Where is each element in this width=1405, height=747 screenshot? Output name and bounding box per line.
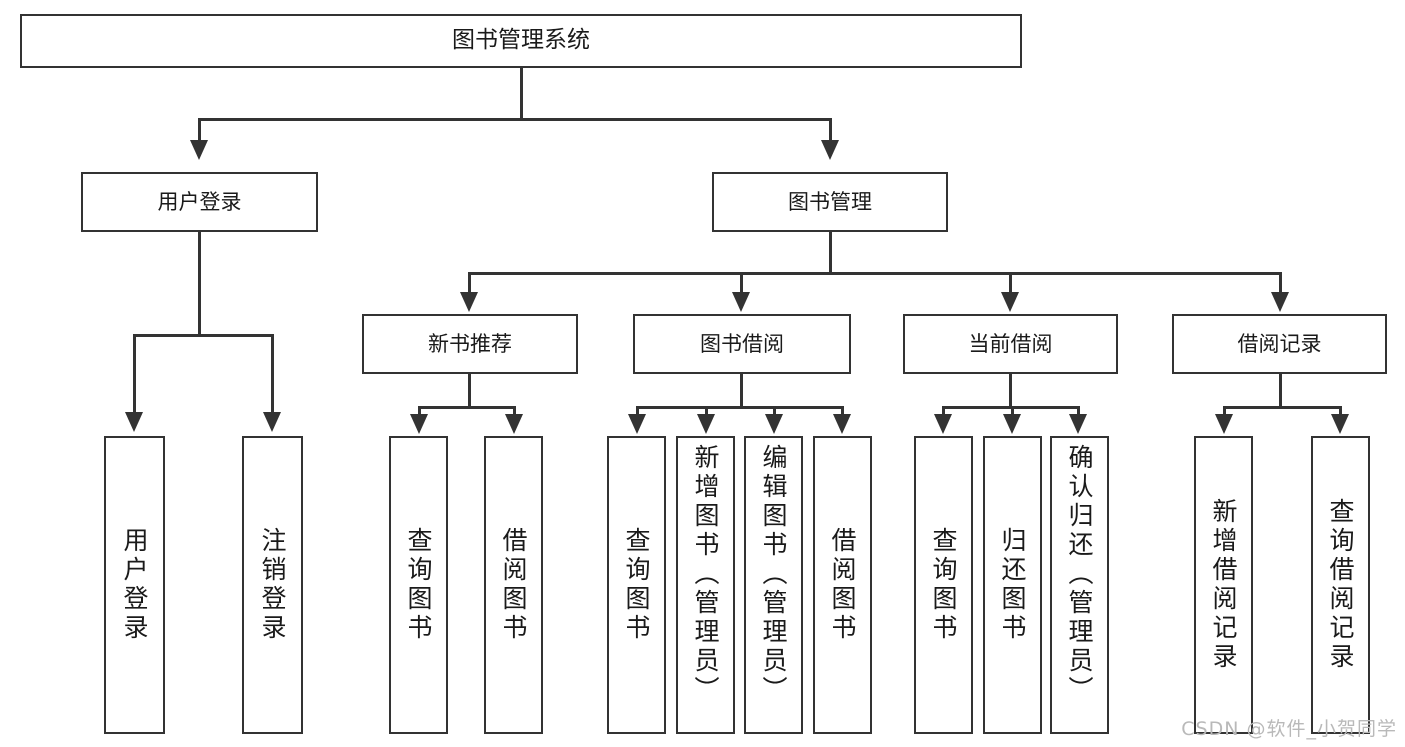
connector-drop-book-management — [829, 118, 832, 142]
connector-new-book-recommend-stem — [468, 374, 471, 408]
node-current-borrow[interactable]: 当前借阅 — [903, 314, 1118, 374]
connector-drop-cb-leaf-3 — [1077, 406, 1080, 418]
arrow-to-bb-leaf-4 — [833, 414, 851, 434]
leaf-new-book-recommend-borrow-book[interactable]: 借阅图书 — [484, 436, 543, 734]
node-label: 查询借阅记录 — [1326, 498, 1355, 672]
connector-current-borrow-stem — [1009, 374, 1012, 408]
leaf-current-borrow-return-book[interactable]: 归还图书 — [983, 436, 1042, 734]
connector-drop-new-book-recommend — [468, 272, 471, 294]
node-label: 确认归还（管理员） — [1065, 444, 1094, 705]
connector-drop-br-leaf-1 — [1223, 406, 1226, 418]
connector-drop-bb-leaf-1 — [636, 406, 639, 418]
leaf-user-login-login[interactable]: 用户登录 — [104, 436, 165, 734]
arrow-to-nbr-leaf-2 — [505, 414, 523, 434]
arrow-to-bb-leaf-1 — [628, 414, 646, 434]
leaf-book-borrow-query-book[interactable]: 查询图书 — [607, 436, 666, 734]
node-label: 用户登录 — [120, 527, 149, 643]
node-user-login[interactable]: 用户登录 — [81, 172, 318, 232]
arrow-to-user-login — [190, 140, 208, 160]
connector-book-borrow-stem — [740, 374, 743, 408]
arrow-to-br-leaf-1 — [1215, 414, 1233, 434]
connector-drop-user-login-leaf-2 — [271, 334, 274, 414]
node-label: 查询图书 — [622, 527, 651, 643]
leaf-book-borrow-borrow-book[interactable]: 借阅图书 — [813, 436, 872, 734]
connector-book-management-stem — [829, 232, 832, 274]
connector-drop-user-login — [198, 118, 201, 142]
node-label: 借阅记录 — [1237, 331, 1322, 356]
node-new-book-recommend[interactable]: 新书推荐 — [362, 314, 578, 374]
node-label: 图书管理系统 — [452, 27, 590, 54]
connector-drop-user-login-leaf-1 — [133, 334, 136, 414]
connector-drop-bb-leaf-4 — [841, 406, 844, 418]
arrow-to-br-leaf-2 — [1331, 414, 1349, 434]
connector-level3-bus — [468, 272, 1281, 275]
node-book-management[interactable]: 图书管理 — [712, 172, 948, 232]
connector-level2-bus — [199, 118, 831, 121]
leaf-book-borrow-edit-book-admin[interactable]: 编辑图书（管理员） — [744, 436, 803, 734]
connector-drop-nbr-leaf-1 — [418, 406, 421, 418]
arrow-to-new-book-recommend — [460, 292, 478, 312]
node-label: 编辑图书（管理员） — [759, 444, 788, 705]
arrow-to-bb-leaf-2 — [697, 414, 715, 434]
connector-user-login-bus — [133, 334, 273, 337]
node-label: 当前借阅 — [968, 331, 1053, 356]
arrow-to-book-management — [821, 140, 839, 160]
arrow-to-cb-leaf-2 — [1003, 414, 1021, 434]
connector-new-book-recommend-bus — [418, 406, 515, 409]
leaf-user-login-logout[interactable]: 注销登录 — [242, 436, 303, 734]
connector-drop-bb-leaf-2 — [705, 406, 708, 418]
connector-drop-book-borrow — [740, 272, 743, 294]
node-borrow-record[interactable]: 借阅记录 — [1172, 314, 1387, 374]
node-root-book-management-system[interactable]: 图书管理系统 — [20, 14, 1022, 68]
node-label: 借阅图书 — [828, 527, 857, 643]
node-label: 归还图书 — [998, 527, 1027, 643]
connector-drop-current-borrow — [1009, 272, 1012, 294]
connector-drop-nbr-leaf-2 — [513, 406, 516, 418]
arrow-to-user-login-leaf-1 — [125, 412, 143, 432]
node-book-borrow[interactable]: 图书借阅 — [633, 314, 851, 374]
leaf-current-borrow-query-book[interactable]: 查询图书 — [914, 436, 973, 734]
node-label: 图书借阅 — [700, 331, 784, 356]
connector-user-login-stem — [198, 232, 201, 336]
arrow-to-borrow-record — [1271, 292, 1289, 312]
leaf-current-borrow-confirm-return-admin[interactable]: 确认归还（管理员） — [1050, 436, 1109, 734]
node-label: 查询图书 — [404, 527, 433, 643]
connector-drop-cb-leaf-2 — [1011, 406, 1014, 418]
node-label: 图书管理 — [788, 189, 872, 214]
arrow-to-bb-leaf-3 — [765, 414, 783, 434]
node-label: 新增图书（管理员） — [691, 444, 720, 705]
connector-drop-cb-leaf-1 — [942, 406, 945, 418]
leaf-new-book-recommend-query-book[interactable]: 查询图书 — [389, 436, 448, 734]
node-label: 用户登录 — [157, 189, 242, 214]
node-label: 新书推荐 — [428, 331, 512, 356]
leaf-borrow-record-add-record[interactable]: 新增借阅记录 — [1194, 436, 1253, 734]
connector-drop-br-leaf-2 — [1339, 406, 1342, 418]
arrow-to-nbr-leaf-1 — [410, 414, 428, 434]
node-label: 查询图书 — [929, 527, 958, 643]
arrow-to-user-login-leaf-2 — [263, 412, 281, 432]
connector-root-stem — [520, 68, 523, 120]
node-label: 借阅图书 — [499, 527, 528, 643]
connector-drop-bb-leaf-3 — [773, 406, 776, 418]
node-label: 新增借阅记录 — [1209, 498, 1238, 672]
arrow-to-current-borrow — [1001, 292, 1019, 312]
connector-current-borrow-bus — [942, 406, 1079, 409]
connector-borrow-record-stem — [1279, 374, 1282, 408]
connector-drop-borrow-record — [1279, 272, 1282, 294]
connector-book-borrow-bus — [636, 406, 843, 409]
leaf-borrow-record-query-record[interactable]: 查询借阅记录 — [1311, 436, 1370, 734]
leaf-book-borrow-add-book-admin[interactable]: 新增图书（管理员） — [676, 436, 735, 734]
connector-borrow-record-bus — [1223, 406, 1341, 409]
arrow-to-cb-leaf-1 — [934, 414, 952, 434]
arrow-to-cb-leaf-3 — [1069, 414, 1087, 434]
arrow-to-book-borrow — [732, 292, 750, 312]
node-label: 注销登录 — [258, 527, 287, 643]
